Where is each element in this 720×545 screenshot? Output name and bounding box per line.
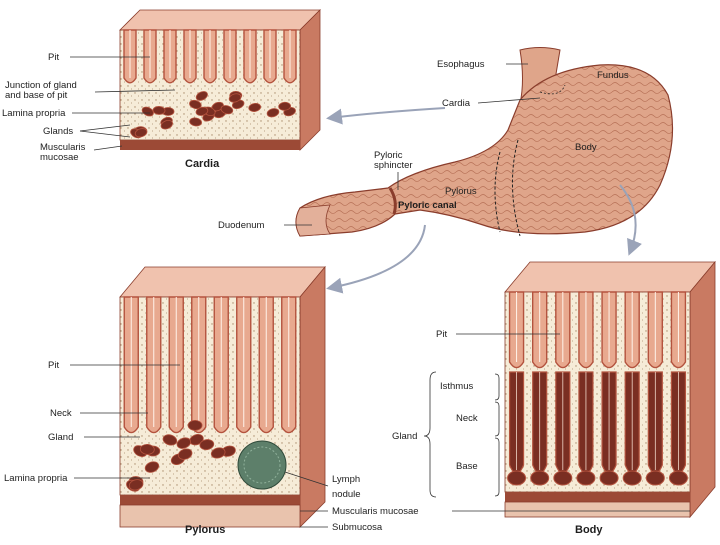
- pylorus-neck-label: Neck: [50, 408, 72, 419]
- body-submucosa: [505, 502, 690, 517]
- base-bracket: [495, 438, 499, 496]
- isthmus-label: Isthmus: [440, 381, 474, 392]
- body-neck-label: Neck: [456, 413, 478, 424]
- body-gland-base: [600, 471, 618, 485]
- body-gland-label: Gland: [392, 431, 417, 442]
- lymph-label-2: nodule: [332, 489, 361, 500]
- cardia-junction-label-2: and base of pit: [5, 90, 68, 101]
- cardia-glands-label: Glands: [43, 126, 73, 137]
- esophagus-label: Esophagus: [437, 59, 485, 70]
- cardia-title: Cardia: [185, 158, 220, 170]
- pylorus-title: Pylorus: [185, 524, 225, 536]
- duodenum-label: Duodenum: [218, 220, 265, 231]
- stomach-shape: [296, 65, 673, 236]
- lymph-nodule: [238, 441, 286, 489]
- cardia-gland: [153, 106, 165, 115]
- pyloric-sphincter-label-2: sphincter: [374, 160, 413, 171]
- pylorus-lamina-label: Lamina propria: [4, 473, 68, 484]
- body-gland-base: [646, 471, 664, 485]
- pylorus-block: [120, 267, 325, 527]
- arrow-to-cardia: [330, 108, 445, 118]
- body-gland-base: [669, 471, 687, 485]
- muscularis-mucosae-label: Muscularis mucosae: [332, 506, 419, 517]
- cardia-block-side: [300, 10, 320, 150]
- base-label: Base: [456, 461, 478, 472]
- cardia-pit-label: Pit: [48, 52, 59, 63]
- stomach-cardia-label: Cardia: [442, 98, 471, 109]
- submucosa-label: Submucosa: [332, 522, 383, 533]
- body-gland-base: [554, 471, 572, 485]
- lymph-label-1: Lymph: [332, 474, 360, 485]
- body-gland-base: [508, 471, 526, 485]
- cardia-lamina-label: Lamina propria: [2, 108, 66, 119]
- pylorus-region-label: Pylorus: [445, 186, 477, 197]
- body-title: Body: [575, 524, 603, 536]
- isthmus-bracket: [495, 374, 499, 400]
- pylorus-gland: [188, 420, 202, 430]
- cardia-muscularis-label-2: mucosae: [40, 152, 79, 163]
- pylorus-gland-label: Gland: [48, 432, 73, 443]
- fundus-label: Fundus: [597, 70, 629, 81]
- cardia-pits: [124, 30, 296, 83]
- pyloric-canal-label: Pyloric canal: [398, 200, 457, 211]
- stomach-body-label: Body: [575, 142, 597, 153]
- body-block-side: [690, 262, 715, 517]
- gland-bracket: [424, 372, 436, 497]
- body-gland-base: [577, 471, 595, 485]
- cardia-muscularis-mucosae: [120, 140, 300, 150]
- duodenum-tube: [296, 205, 330, 236]
- cardia-block-top: [120, 10, 320, 30]
- body-block-top: [505, 262, 715, 292]
- pylorus-gland: [140, 444, 155, 455]
- body-muscularis-mucosae: [505, 492, 690, 502]
- cardia-block: [120, 10, 320, 150]
- body-pit-label: Pit: [436, 329, 447, 340]
- pylorus-pit-label: Pit: [48, 360, 59, 371]
- pylorus-block-top: [120, 267, 325, 297]
- pylorus-muscularis-mucosae: [120, 495, 300, 505]
- pylorus-block-side: [300, 267, 325, 527]
- body-gland-base: [623, 471, 641, 485]
- neck-bracket: [495, 402, 499, 436]
- arrow-to-pylorus: [330, 225, 425, 288]
- body-block: [505, 262, 715, 517]
- body-gland-base: [531, 471, 549, 485]
